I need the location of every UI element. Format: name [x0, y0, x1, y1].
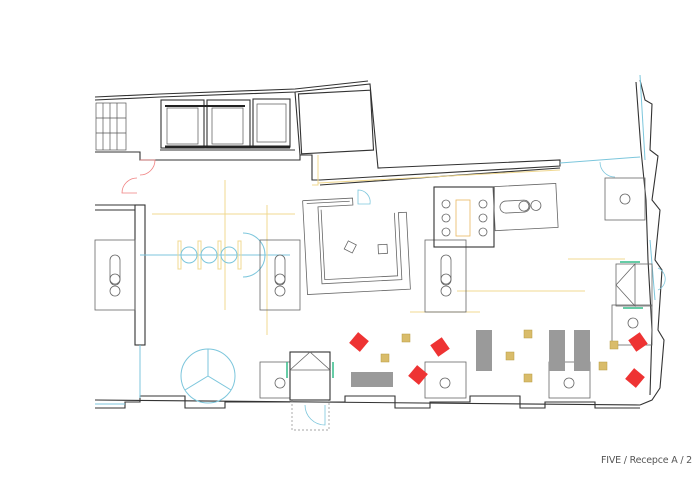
staircase: [95, 102, 127, 151]
lounge-chairs: [349, 332, 648, 388]
doors: [121, 159, 666, 431]
bench: [476, 330, 492, 371]
desk: [259, 239, 301, 311]
desk: [424, 239, 467, 313]
chair: [430, 337, 450, 357]
entry-vestibule: [286, 351, 334, 401]
bench: [574, 330, 590, 371]
benches: [351, 330, 590, 387]
lighting-lines: [152, 155, 625, 335]
desk: [604, 177, 646, 221]
revolving-door: [180, 348, 236, 404]
bench: [549, 330, 565, 371]
chair: [628, 332, 648, 352]
desk: [94, 239, 136, 311]
drawing-caption: FIVE / Recepce A / 2: [601, 455, 692, 466]
desk: [259, 361, 291, 399]
desks: [94, 177, 653, 401]
desk: [424, 361, 467, 399]
meeting-table: [433, 186, 495, 248]
elevators: [160, 98, 291, 149]
desk: [492, 182, 559, 232]
turnstiles: [177, 232, 266, 278]
chair: [349, 332, 369, 352]
reception-counter: [302, 197, 411, 295]
chair: [625, 368, 645, 388]
side-tables: [380, 329, 619, 383]
bench: [351, 372, 393, 387]
cabinet: [615, 261, 653, 309]
desk: [548, 361, 591, 399]
chair: [408, 365, 428, 385]
glazing: [95, 74, 656, 405]
